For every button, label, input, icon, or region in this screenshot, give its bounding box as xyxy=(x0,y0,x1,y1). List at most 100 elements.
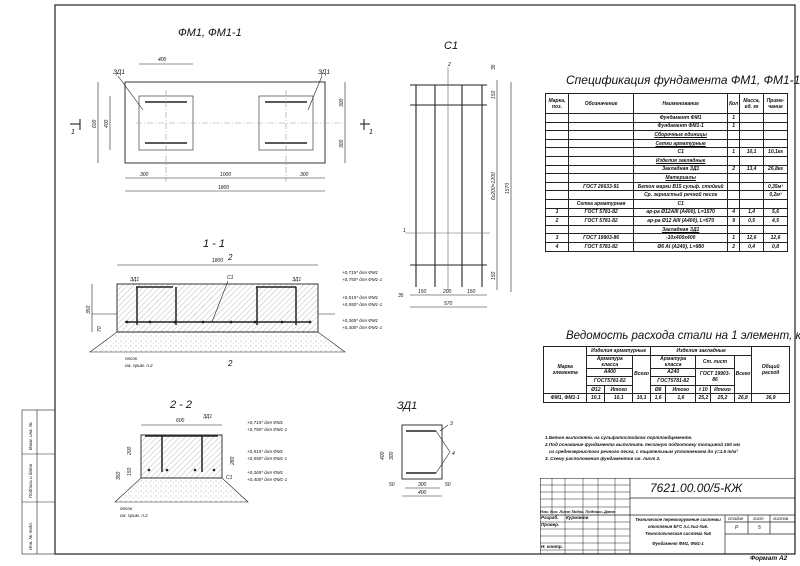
notes: 1.Бетон выполнять на сульфатостойком пор… xyxy=(545,434,740,462)
spec-cell: Закладная ЗД1 xyxy=(633,164,729,175)
svg-text:1800: 1800 xyxy=(218,185,229,191)
svg-text:+0,515* для ФМ1: +0,515* для ФМ1 xyxy=(342,295,379,300)
spec-cell: ГОСТ 26633-91 xyxy=(567,181,635,192)
hdr: Изделия закладные xyxy=(649,346,753,356)
svg-text:ЗД1: ЗД1 xyxy=(397,400,417,412)
svg-text:35: 35 xyxy=(491,64,497,70)
spec-cell: 1 xyxy=(545,207,569,218)
spec-cell xyxy=(763,121,788,132)
spec-cell: ГОСТ 19903-86 xyxy=(567,233,635,243)
steel-cell: 25,2 xyxy=(695,393,712,403)
spec-cell: 0,2м³ xyxy=(763,190,788,200)
desc: Технологическая система №6 xyxy=(645,531,711,536)
steel-title: Ведомость расхода стали на 1 элемент, кг xyxy=(566,330,800,342)
spec-cell xyxy=(545,173,569,183)
spec-cell: Изделия закладные xyxy=(633,155,729,166)
svg-text:400: 400 xyxy=(380,451,386,460)
hdr: Общий расход xyxy=(751,345,790,395)
spec-cell xyxy=(727,224,741,235)
hdr: Приме- чание xyxy=(763,93,788,114)
spec-cell: Фундамент ФМ1 xyxy=(633,113,729,123)
steel-cell: 10,1 xyxy=(632,393,651,403)
svg-text:ЗД1: ЗД1 xyxy=(130,277,139,283)
steel-cell: ФМ1, ФМ1-1 xyxy=(542,393,588,403)
spec-cell xyxy=(763,113,788,123)
spec-cell xyxy=(727,198,741,209)
hdr: Кол xyxy=(727,93,741,114)
spec-title: Спецификация фундамента ФМ1, ФМ1-1 xyxy=(566,73,800,87)
spec-cell: ар-ра Ø12AIII (A400), L=1570 xyxy=(633,207,729,218)
svg-text:570: 570 xyxy=(444,301,453,307)
svg-text:С1: С1 xyxy=(227,275,234,281)
svg-text:300: 300 xyxy=(418,482,427,488)
svg-text:400: 400 xyxy=(418,490,427,496)
note: из среднезернистого речного песка, с тща… xyxy=(549,449,738,454)
spec-cell xyxy=(567,130,635,140)
spec-cell: 5,6 xyxy=(763,207,788,218)
spec-cell xyxy=(763,198,788,209)
spec-cell xyxy=(727,138,741,149)
spec-cell: 2 xyxy=(727,164,741,175)
spec-cell xyxy=(545,164,569,175)
title-block: 7621.00.00/5-КЖ Изм. Кол. Лист №док. Под… xyxy=(540,478,795,554)
spec-cell: Фундамент ФМ1-1 xyxy=(633,121,729,132)
hdr: ГОСТ5781-82 xyxy=(649,376,697,386)
spec-cell xyxy=(763,138,788,149)
desc: Техническое перевооружение системы xyxy=(635,517,721,522)
spec-cell: 0,4 xyxy=(739,241,765,252)
spec-row: Закладная ЗД1 xyxy=(545,224,788,235)
svg-text:С1: С1 xyxy=(226,475,233,481)
svg-text:2: 2 xyxy=(227,253,233,262)
hdr: Марка, поз. xyxy=(545,93,569,114)
svg-text:+0,400* для ФМ1-1: +0,400* для ФМ1-1 xyxy=(247,477,288,482)
svg-text:150: 150 xyxy=(491,271,497,280)
hdr: Наименование xyxy=(633,93,729,114)
spec-cell xyxy=(545,181,569,192)
steel-cell: 1,6 xyxy=(665,393,697,403)
svg-text:3: 3 xyxy=(450,421,453,427)
spec-cell: 0,35м³ xyxy=(763,181,788,192)
spec-cell: Закладная ЗД1 xyxy=(633,224,729,235)
svg-text:70: 70 xyxy=(97,326,103,332)
spec-cell xyxy=(545,113,569,123)
svg-text:2: 2 xyxy=(227,359,233,368)
steel-cell: 1,6 xyxy=(649,393,667,403)
spec-cell: 1 xyxy=(727,233,741,243)
revision-header: Изм. Кол. Лист №док. Подпись Дата xyxy=(540,509,615,514)
svg-text:1 - 1: 1 - 1 xyxy=(203,238,225,250)
spec-cell xyxy=(739,224,765,235)
svg-text:1000: 1000 xyxy=(220,172,231,178)
spec-cell xyxy=(567,155,635,166)
author: Курманов xyxy=(566,515,589,520)
stamp-sign: Подпись и дата xyxy=(28,463,33,498)
svg-text:1: 1 xyxy=(403,228,406,234)
hdr: Ø12 xyxy=(586,384,606,395)
hdr: Обозначение xyxy=(567,93,635,114)
svg-text:+0,750* для ФМ1-1: +0,750* для ФМ1-1 xyxy=(342,277,383,282)
svg-text:1570: 1570 xyxy=(505,183,511,194)
left-stamp: Инв. № подл. Подпись и дата Взам. инв. № xyxy=(21,409,56,555)
svg-text:350: 350 xyxy=(116,471,122,480)
svg-text:+0,365* для ФМ1: +0,365* для ФМ1 xyxy=(342,318,379,323)
hdr: A400 xyxy=(586,367,634,378)
spec-cell xyxy=(727,181,741,192)
note: 3. Схему расположения фундаментов см. ли… xyxy=(545,456,661,461)
svg-text:см. прим. п.2: см. прим. п.2 xyxy=(125,363,153,368)
spec-cell: 4 xyxy=(545,241,569,252)
spec-cell: 0,8 xyxy=(763,241,788,252)
spec-cell: ГОСТ 5781-82 xyxy=(567,241,635,252)
steel-cell: 36,9 xyxy=(751,393,790,403)
spec-cell xyxy=(567,173,635,183)
svg-text:50: 50 xyxy=(389,482,395,488)
svg-text:+0,550* для ФМ1-1: +0,550* для ФМ1-1 xyxy=(342,302,383,307)
